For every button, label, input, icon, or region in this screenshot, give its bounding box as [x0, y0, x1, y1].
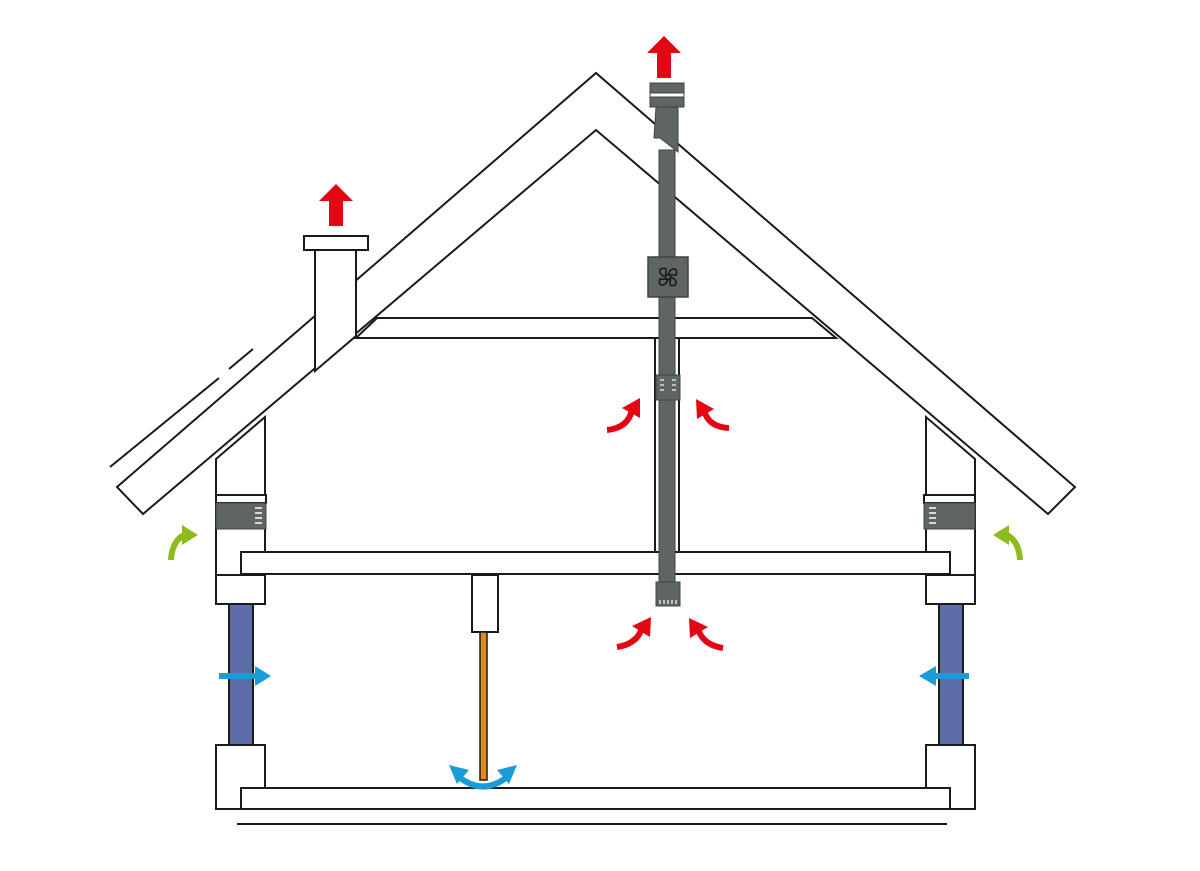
chimney-cap	[303, 235, 369, 251]
door-gap-arrow-icon	[449, 765, 517, 790]
arrow-head	[696, 399, 714, 419]
duct-roof-flashing	[653, 106, 679, 154]
roof-slab	[115, 71, 1077, 516]
interior-partition	[471, 574, 499, 781]
roof-edge-line	[228, 348, 254, 370]
eave-vent-right	[923, 502, 976, 530]
curved-arrow-icon	[701, 409, 730, 431]
arrow-head	[632, 617, 651, 637]
arrow-head	[993, 525, 1009, 545]
upper-floor-slab	[240, 551, 951, 575]
arrow-head	[689, 618, 708, 638]
fan-housing	[647, 256, 689, 298]
ground-floor-slab	[240, 787, 951, 810]
chimney-stack	[314, 249, 357, 374]
lower-walls	[215, 574, 976, 810]
curved-arrow-icon	[616, 626, 645, 650]
roof	[109, 71, 1077, 516]
interior-door	[479, 631, 488, 781]
duct-roof-cap	[649, 82, 685, 94]
eave-vent-left	[215, 502, 267, 530]
chimney	[303, 235, 369, 374]
arrow-up-icon	[319, 184, 353, 226]
arrow-up-icon	[647, 36, 681, 78]
duct-extract-terminal	[655, 581, 681, 607]
floors	[237, 551, 951, 825]
arrow-head	[182, 525, 198, 545]
double-arrow-icon	[219, 666, 271, 686]
curved-arrow-icon	[606, 409, 635, 433]
double-arrow-icon	[919, 666, 969, 686]
attic-beam	[353, 317, 839, 339]
roof-edge-line	[109, 377, 220, 468]
curved-arrow-icon	[695, 627, 724, 651]
fan-icon	[658, 267, 678, 287]
duct-grille-upper	[655, 374, 681, 401]
arrow-head	[622, 398, 640, 418]
exhaust-duct	[647, 82, 689, 607]
